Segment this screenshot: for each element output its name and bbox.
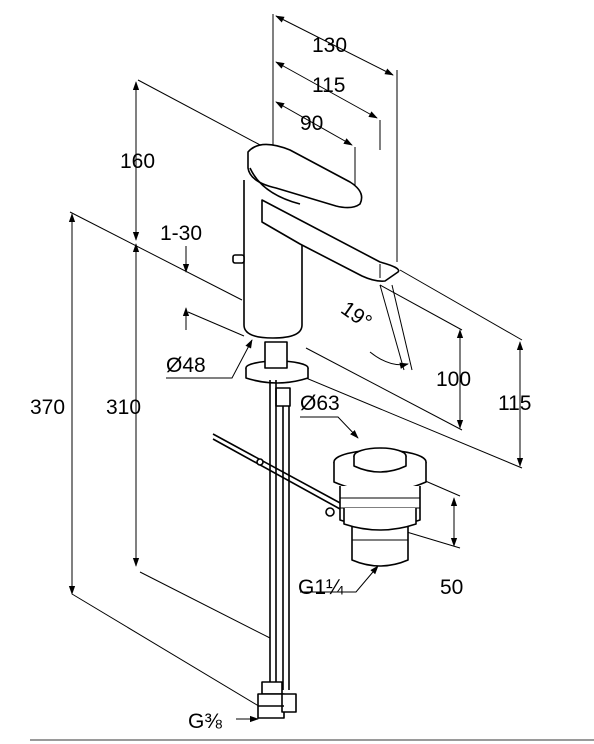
faucet-body xyxy=(232,143,400,407)
dim-100: 100 xyxy=(436,368,471,391)
dim-115-right: 115 xyxy=(498,392,531,415)
dim-50: 50 xyxy=(440,576,463,599)
dim-dia-63: Ø63 xyxy=(300,392,340,415)
dim-115-top: 115 xyxy=(312,74,345,97)
dim-g1-1-4: G1¼ xyxy=(298,576,344,599)
dimension-lines xyxy=(68,15,524,723)
dim-160: 160 xyxy=(120,150,155,173)
dim-g3-8: G⅜ xyxy=(188,710,222,733)
extension-lines xyxy=(69,14,523,709)
dim-dia-48: Ø48 xyxy=(166,354,206,377)
dim-310: 310 xyxy=(106,396,141,419)
supply-hoses xyxy=(257,380,297,719)
dimension-labels: 130 115 90 160 1-30 370 310 Ø48 Ø63 19° … xyxy=(30,34,531,733)
drain-assembly xyxy=(212,433,427,567)
dim-90: 90 xyxy=(300,112,323,135)
dim-angle-19: 19° xyxy=(337,297,376,334)
dim-370: 370 xyxy=(30,396,65,419)
dim-130: 130 xyxy=(312,34,347,57)
dim-1-30: 1-30 xyxy=(160,222,202,245)
